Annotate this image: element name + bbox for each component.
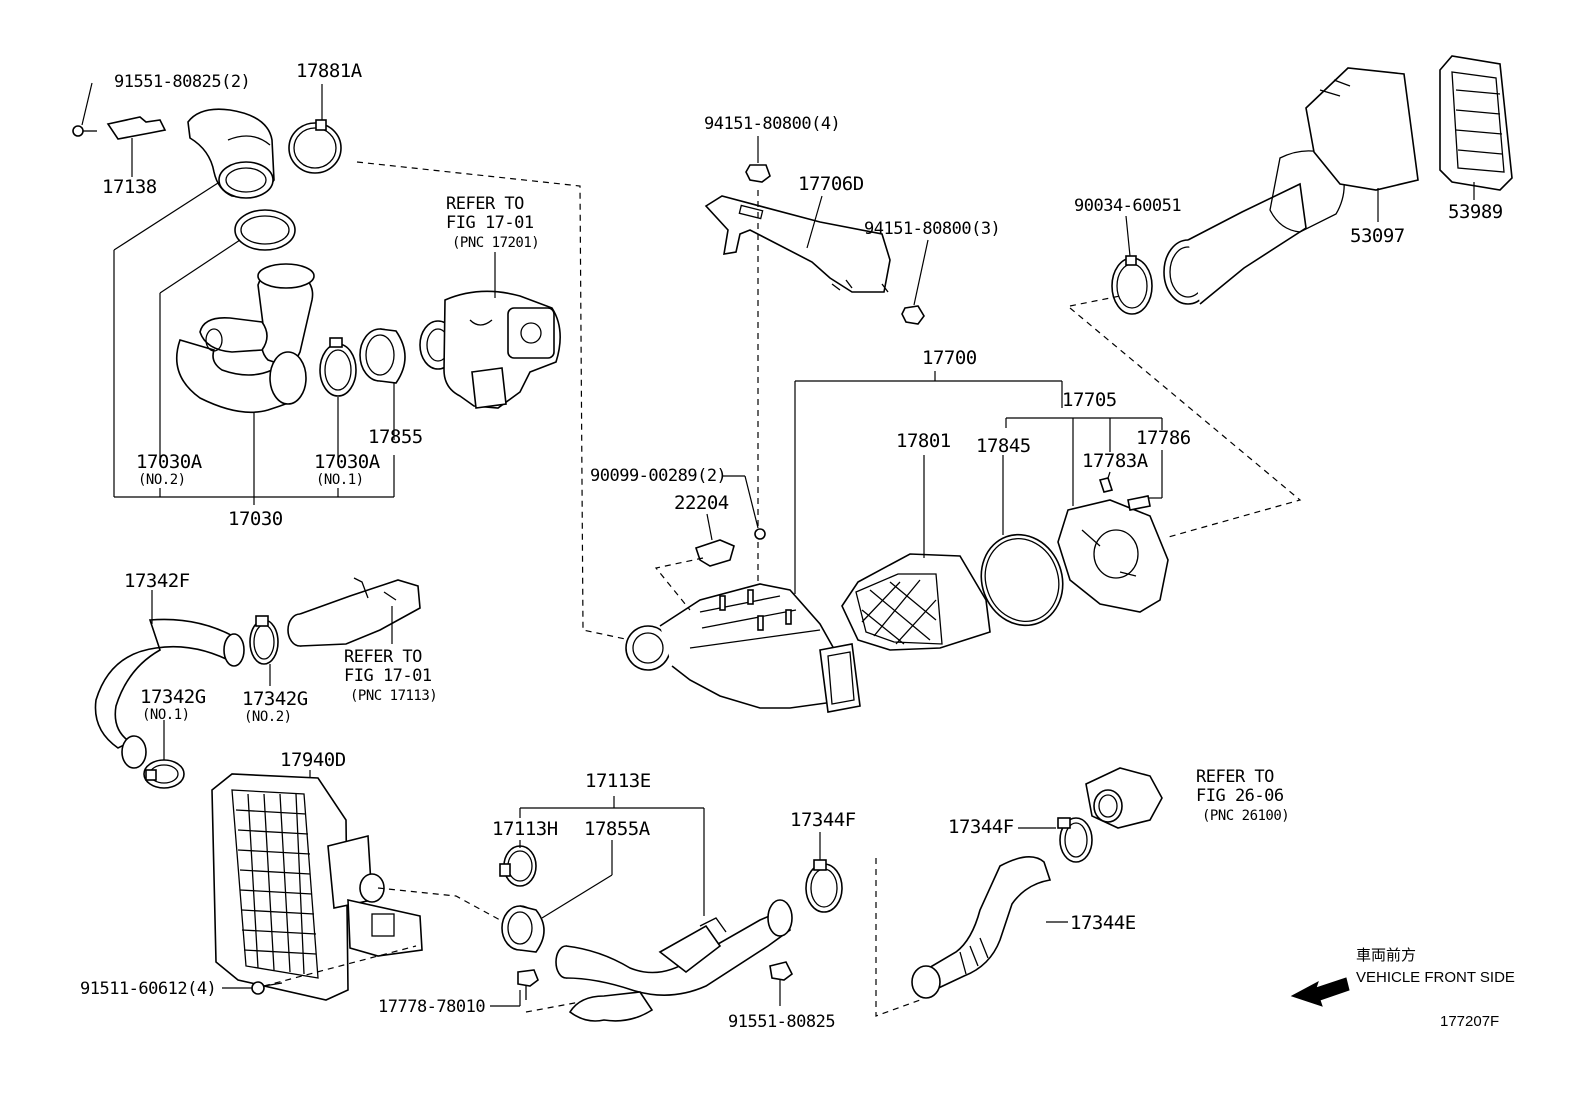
label-17342F: 17342F bbox=[124, 570, 190, 592]
label-17342G-no1: 17342G bbox=[140, 686, 206, 708]
cover-53989-icon bbox=[1439, 55, 1513, 191]
label-17030A-no1-sub: (NO.1) bbox=[316, 472, 364, 488]
label-17030A-no1: 17030A bbox=[314, 451, 380, 473]
hose-17344E-icon bbox=[911, 856, 1052, 999]
label-94151-80800-4: 94151-80800(4) bbox=[704, 114, 841, 134]
cap-17705-icon bbox=[1057, 499, 1169, 613]
clamp-17342G-no1-icon bbox=[143, 759, 185, 789]
label-17344E: 17344E bbox=[1070, 912, 1136, 934]
throttle-ref-26100-icon bbox=[1085, 767, 1163, 829]
ref-17201-line1: REFER TO bbox=[446, 194, 524, 214]
label-17855: 17855 bbox=[368, 426, 423, 448]
ref-17113-line3: (PNC 17113) bbox=[350, 688, 438, 704]
sleeve-17855-icon bbox=[359, 328, 406, 384]
label-90034-60051: 90034-60051 bbox=[1074, 196, 1182, 216]
label-17801: 17801 bbox=[896, 430, 951, 452]
label-17344F-b: 17344F bbox=[948, 816, 1014, 838]
label-17706D: 17706D bbox=[798, 173, 864, 195]
bolt-91551-icon bbox=[72, 82, 97, 137]
bracket-17706D-icon bbox=[704, 195, 891, 293]
bracket-17138-icon bbox=[106, 116, 167, 140]
label-17940D: 17940D bbox=[280, 749, 346, 771]
pipe-17113E-icon bbox=[555, 899, 793, 1022]
label-17700: 17700 bbox=[922, 347, 977, 369]
clamp-17342G-no2-icon bbox=[249, 615, 279, 665]
nut-94151-4-icon bbox=[745, 164, 771, 183]
clamp-17030A-no2-icon bbox=[234, 209, 296, 251]
label-17786: 17786 bbox=[1136, 427, 1191, 449]
bolt-17778-icon bbox=[517, 969, 539, 1000]
ref-26100-line1: REFER TO bbox=[1196, 767, 1274, 787]
label-17342G-no1-sub: (NO.1) bbox=[142, 707, 190, 723]
ref-17201-line2: FIG 17-01 bbox=[446, 213, 534, 233]
label-17342G-no2-sub: (NO.2) bbox=[244, 709, 292, 725]
label-17778-78010: 17778-78010 bbox=[378, 997, 486, 1017]
label-17881A: 17881A bbox=[296, 60, 362, 82]
clamp-90034-icon bbox=[1111, 255, 1153, 315]
label-17783A: 17783A bbox=[1082, 450, 1148, 472]
label-91511-60612-4: 91511-60612(4) bbox=[80, 979, 217, 999]
vehicle-front-label-en: VEHICLE FRONT SIDE bbox=[1356, 969, 1515, 986]
label-90099-00289-2: 90099-00289(2) bbox=[590, 466, 727, 486]
ref-26100-line3: (PNC 26100) bbox=[1202, 808, 1290, 824]
sleeve-17855A-icon bbox=[501, 905, 545, 953]
hose-ref-17113-icon bbox=[287, 577, 421, 647]
bolt-91511-icon bbox=[251, 981, 283, 995]
screw-90099-icon bbox=[754, 528, 766, 540]
clamp-17113H-icon bbox=[499, 845, 537, 887]
sensor-22204-icon bbox=[694, 539, 735, 567]
filter-17801-icon bbox=[841, 553, 991, 651]
label-53989: 53989 bbox=[1448, 201, 1503, 223]
duct-53097-icon bbox=[1163, 67, 1419, 305]
elbow-hose-upper-icon bbox=[187, 108, 275, 199]
figure-code: 177207F bbox=[1440, 1013, 1500, 1030]
nut-94151-3-icon bbox=[901, 305, 925, 325]
vehicle-front-arrow-icon bbox=[1290, 977, 1350, 1007]
hose-17342F-icon bbox=[94, 618, 245, 769]
label-94151-80800-3: 94151-80800(3) bbox=[864, 219, 1001, 239]
intercooler-17940D-icon bbox=[211, 773, 423, 1001]
label-17855A: 17855A bbox=[584, 818, 650, 840]
label-17113E: 17113E bbox=[585, 770, 651, 792]
turbocharger-icon bbox=[419, 290, 561, 409]
clamp-17344F-b-icon bbox=[1057, 817, 1093, 863]
label-17705: 17705 bbox=[1062, 389, 1117, 411]
label-17342G-no2: 17342G bbox=[242, 688, 308, 710]
label-17113H: 17113H bbox=[492, 818, 558, 840]
label-17138: 17138 bbox=[102, 176, 157, 198]
clamp-17344F-a-icon bbox=[805, 859, 843, 913]
label-17030A-no2: 17030A bbox=[136, 451, 202, 473]
ref-17113-line2: FIG 17-01 bbox=[344, 666, 432, 686]
label-91551-80825-2: 91551-80825(2) bbox=[114, 72, 251, 92]
air-cleaner-case-icon bbox=[625, 583, 861, 713]
ref-17201-line3: (PNC 17201) bbox=[452, 235, 540, 251]
ref-26100-line2: FIG 26-06 bbox=[1196, 786, 1284, 806]
label-91551-80825: 91551-80825 bbox=[728, 1012, 836, 1032]
clamp-17030A-no1-icon bbox=[319, 337, 357, 397]
gasket-17845-icon bbox=[980, 533, 1064, 627]
ref-17113-line1: REFER TO bbox=[344, 647, 422, 667]
label-17030A-no2-sub: (NO.2) bbox=[138, 472, 186, 488]
label-17344F-a: 17344F bbox=[790, 809, 856, 831]
label-22204: 22204 bbox=[674, 492, 729, 514]
label-53097: 53097 bbox=[1350, 225, 1405, 247]
label-17030: 17030 bbox=[228, 508, 283, 530]
clamp-17881A-icon bbox=[288, 119, 342, 174]
label-17845: 17845 bbox=[976, 435, 1031, 457]
hose-17030-icon bbox=[176, 263, 315, 414]
bolt-91551-lower-icon bbox=[769, 961, 794, 981]
vehicle-front-label-jp: 車両前方 bbox=[1356, 947, 1417, 964]
